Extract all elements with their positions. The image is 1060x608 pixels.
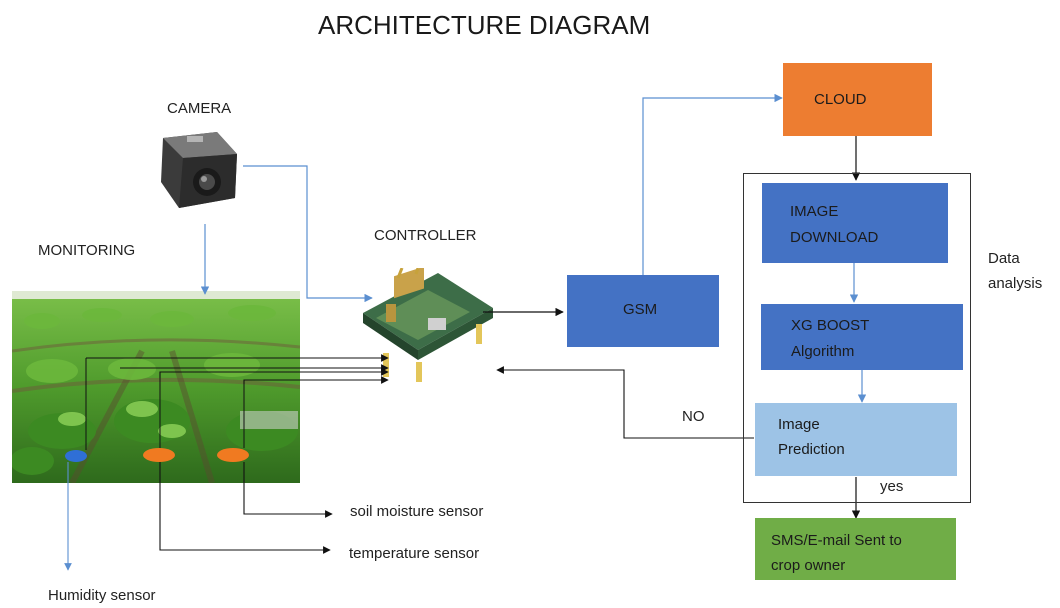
sms-label-line1: SMS/E-mail Sent to [771, 532, 902, 549]
xgboost-label-line2: Algorithm [791, 343, 855, 360]
image-download-label-line1: IMAGE [790, 203, 839, 220]
controller-label: CONTROLLER [374, 227, 477, 244]
no-label: NO [682, 408, 705, 425]
image-download-box: IMAGE DOWNLOAD [762, 183, 948, 263]
image-prediction-label-line1: Image [778, 416, 820, 433]
cloud-box: CLOUD [783, 63, 932, 136]
yes-label: yes [880, 478, 904, 495]
humidity-sensor-marker [65, 450, 87, 462]
xgboost-label-line1: XG BOOST [791, 317, 870, 334]
soil-moisture-sensor-marker [217, 448, 249, 462]
cloud-label: CLOUD [814, 91, 867, 108]
sms-label-line2: crop owner [771, 557, 846, 574]
monitoring-label: MONITORING [38, 242, 136, 259]
data-analysis-label-line1: Data [988, 250, 1020, 267]
temperature-sensor-label: temperature sensor [349, 545, 480, 562]
data-analysis-container [743, 173, 971, 503]
camera-icon [161, 132, 237, 208]
camera-label: CAMERA [167, 100, 232, 117]
data-analysis-label-line2: analysis [988, 275, 1043, 292]
crop-field-image [12, 291, 300, 483]
diagram-title: ARCHITECTURE DIAGRAM [318, 10, 651, 40]
image-download-label-line2: DOWNLOAD [790, 229, 879, 246]
xgboost-box: XG BOOST Algorithm [761, 304, 963, 370]
gsm-box: GSM [567, 275, 719, 347]
humidity-sensor-label: Humidity sensor [48, 587, 156, 604]
soil-moisture-sensor-label: soil moisture sensor [350, 503, 484, 520]
sms-box: SMS/E-mail Sent to crop owner [755, 518, 956, 580]
temperature-sensor-marker [143, 448, 175, 462]
gsm-label: GSM [623, 301, 658, 318]
controller-board-icon [363, 268, 493, 382]
image-prediction-label-line2: Prediction [778, 441, 845, 458]
image-prediction-box: Image Prediction [755, 403, 957, 476]
